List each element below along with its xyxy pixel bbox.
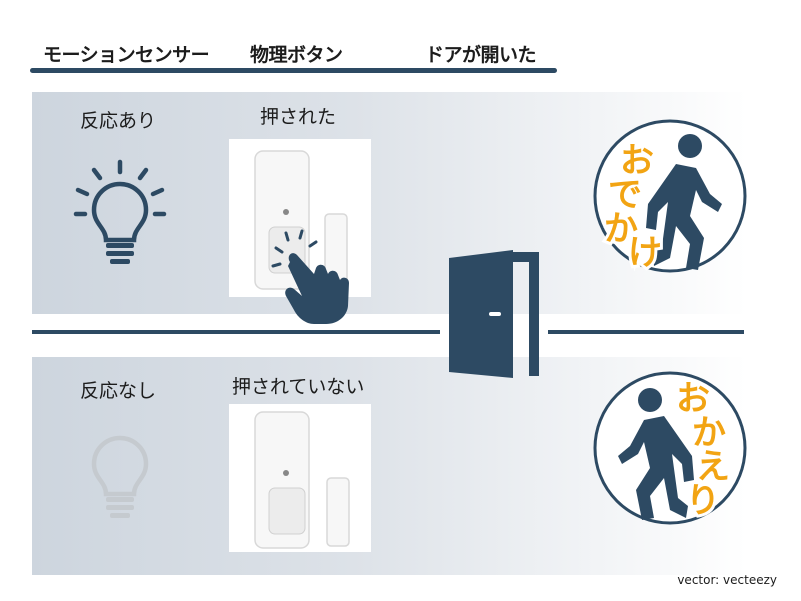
divider-right — [548, 330, 744, 334]
header-door-opened: ドアが開いた — [425, 44, 537, 66]
button-label-not-pressed: 押されていない — [232, 376, 365, 398]
badge-return: お か え り — [593, 371, 747, 525]
badge-outing-char-1: お — [620, 141, 654, 181]
motion-label-detected: 反応あり — [80, 110, 157, 132]
header-physical-button: 物理ボタン — [250, 44, 343, 66]
badge-outing-char-4: け — [628, 233, 662, 273]
header-underline — [30, 68, 557, 73]
badge-return-char-2: か — [692, 413, 726, 453]
badge-outing: お で か け — [593, 119, 747, 274]
pointing-hand-icon — [271, 229, 349, 324]
badge-return-char-4: り — [686, 481, 720, 521]
divider-left — [32, 330, 440, 334]
badge-outing-char-2: で — [608, 175, 642, 215]
badge-outing-char-3: か — [604, 209, 638, 249]
open-door-icon — [449, 250, 539, 378]
badge-return-char-3: え — [696, 447, 730, 487]
motion-label-none: 反応なし — [80, 380, 157, 402]
lightbulb-on-icon — [73, 159, 167, 264]
walking-person-icon — [646, 134, 722, 270]
image-credit: vector: vecteezy — [677, 573, 777, 587]
lightbulb-off-icon — [91, 435, 149, 518]
device-photo-not-pressed — [229, 404, 371, 552]
button-label-pressed: 押された — [260, 106, 337, 128]
header-motion-sensor: モーションセンサー — [43, 44, 210, 66]
badge-return-char-1: お — [676, 379, 710, 419]
walking-person-icon — [618, 388, 694, 520]
